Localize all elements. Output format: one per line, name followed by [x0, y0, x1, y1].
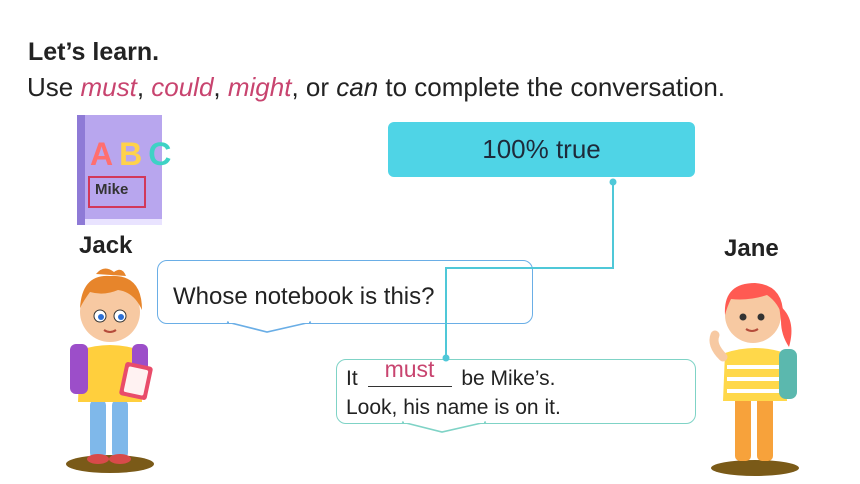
- answer-blank[interactable]: must: [367, 356, 452, 387]
- keyword-could: could: [151, 72, 214, 102]
- girl-character-illustration: [709, 283, 799, 476]
- boy-character-illustration: [66, 268, 154, 473]
- character-name-left: Jack: [79, 232, 133, 259]
- instruction-prefix: Use: [27, 72, 81, 102]
- letter-a: A: [90, 136, 120, 172]
- name-label-frame: [88, 176, 146, 208]
- answer-speech-bubble: [336, 359, 696, 424]
- instruction-sep: ,: [213, 72, 228, 102]
- answer-line-1: It must be Mike’s.: [346, 356, 556, 391]
- answer-word: must: [384, 356, 435, 382]
- keyword-might: might: [227, 72, 292, 102]
- keyword-must: must: [80, 72, 137, 102]
- letter-b: B: [119, 136, 149, 172]
- instruction: Use must, could, might, or can to comple…: [27, 72, 725, 103]
- certainty-label-box: 100% true: [388, 122, 695, 177]
- notebook-icon: [77, 115, 162, 225]
- instruction-sep: ,: [136, 72, 152, 102]
- notebook-owner-name: Mike: [95, 181, 129, 198]
- certainty-label: 100% true: [482, 134, 601, 164]
- notebook-pages: [85, 219, 162, 225]
- instruction-suffix: to complete the conversation.: [378, 72, 726, 102]
- letter-c: C: [148, 136, 178, 172]
- keyword-can: can: [336, 72, 379, 102]
- notebook-letters: ABC: [90, 136, 177, 173]
- lesson-title: Let’s learn.: [28, 38, 160, 66]
- question-text: Whose notebook is this?: [173, 283, 435, 310]
- answer-line-2: Look, his name is on it.: [346, 396, 561, 419]
- answer-prefix: It: [346, 367, 364, 390]
- character-name-right: Jane: [724, 235, 779, 262]
- answer-suffix: be Mike’s.: [455, 367, 556, 390]
- ground-shadow: [711, 460, 799, 476]
- instruction-sep: , or: [291, 72, 337, 102]
